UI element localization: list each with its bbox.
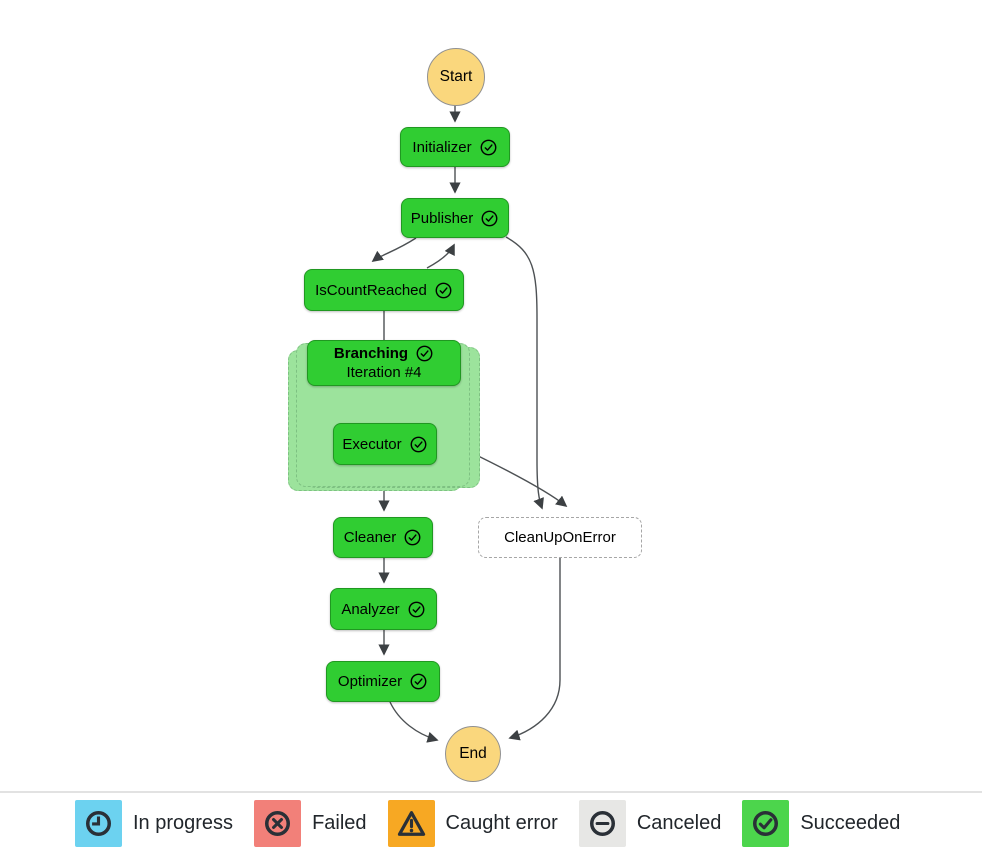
state-node-iscountreached[interactable]: IsCountReached [304, 269, 464, 311]
legend-label: Succeeded [800, 812, 901, 834]
x-circle-icon [265, 810, 291, 837]
caught-error-swatch [387, 800, 435, 847]
state-node-cleanuponerror[interactable]: CleanUpOnError [478, 517, 642, 558]
workflow-edges [371, 104, 568, 743]
state-label: IsCountReached [315, 281, 427, 299]
edge-publisher-iscountreached [371, 237, 417, 263]
legend-label: Canceled [636, 812, 722, 834]
end-node: End [445, 726, 501, 782]
edge-optimizer-end [389, 701, 439, 743]
in-progress-swatch [75, 800, 122, 847]
legend-label: Failed [312, 812, 367, 834]
legend-item-caught-error: Caught error [387, 800, 558, 847]
clock-icon [85, 810, 112, 837]
check-circle-icon [753, 810, 779, 837]
check-circle-icon [404, 529, 421, 546]
state-label: Analyzer [341, 600, 400, 618]
succeeded-swatch [742, 800, 790, 847]
legend-item-failed: Failed [254, 800, 367, 847]
check-circle-icon [410, 436, 427, 452]
state-label: Optimizer [337, 673, 403, 690]
check-circle-icon [480, 139, 497, 155]
state-label: Initializer [412, 138, 472, 156]
legend-item-canceled: Canceled [578, 800, 722, 847]
edge-iscountreached-publisher [426, 243, 455, 269]
check-circle-icon [408, 601, 425, 617]
state-label: Cleaner [343, 529, 397, 546]
warning-triangle-icon [397, 811, 425, 836]
check-circle-icon [481, 210, 498, 226]
state-node-analyzer[interactable]: Analyzer [330, 588, 437, 630]
check-circle-icon [416, 345, 433, 362]
check-circle-icon [410, 673, 427, 690]
state-label: CleanUpOnError [504, 529, 616, 546]
edge-branching-cleanuponerror [469, 451, 568, 508]
state-node-branching[interactable]: Branching Iteration #4 [307, 340, 461, 386]
failed-swatch [254, 800, 302, 847]
state-node-optimizer[interactable]: Optimizer [326, 661, 440, 702]
state-label: Branching [333, 344, 409, 362]
state-node-cleaner[interactable]: Cleaner [333, 517, 433, 558]
iteration-label: Iteration #4 [346, 364, 422, 381]
start-node: Start [427, 48, 485, 106]
state-node-publisher[interactable]: Publisher [401, 198, 509, 238]
end-label: End [459, 745, 487, 762]
start-label: Start [439, 68, 473, 85]
minus-circle-icon [589, 810, 615, 837]
legend-label: Caught error [445, 812, 558, 834]
legend-item-succeeded: Succeeded [742, 800, 900, 847]
canceled-swatch [578, 800, 626, 847]
state-label: Executor [342, 435, 402, 453]
edge-cleanuponerror-end [508, 558, 561, 741]
legend-label: In progress [133, 812, 234, 834]
legend-item-in-progress: In progress [75, 800, 233, 847]
state-node-initializer[interactable]: Initializer [400, 127, 510, 167]
check-circle-icon [435, 282, 452, 298]
workflow-graph: Start End Initializer Publisher IsCountR… [288, 48, 642, 782]
state-label: Publisher [410, 209, 474, 227]
edge-publisher-cleanuponerror [505, 236, 544, 510]
state-node-executor[interactable]: Executor [333, 423, 437, 465]
status-legend: In progress Failed Caught error [0, 791, 982, 854]
